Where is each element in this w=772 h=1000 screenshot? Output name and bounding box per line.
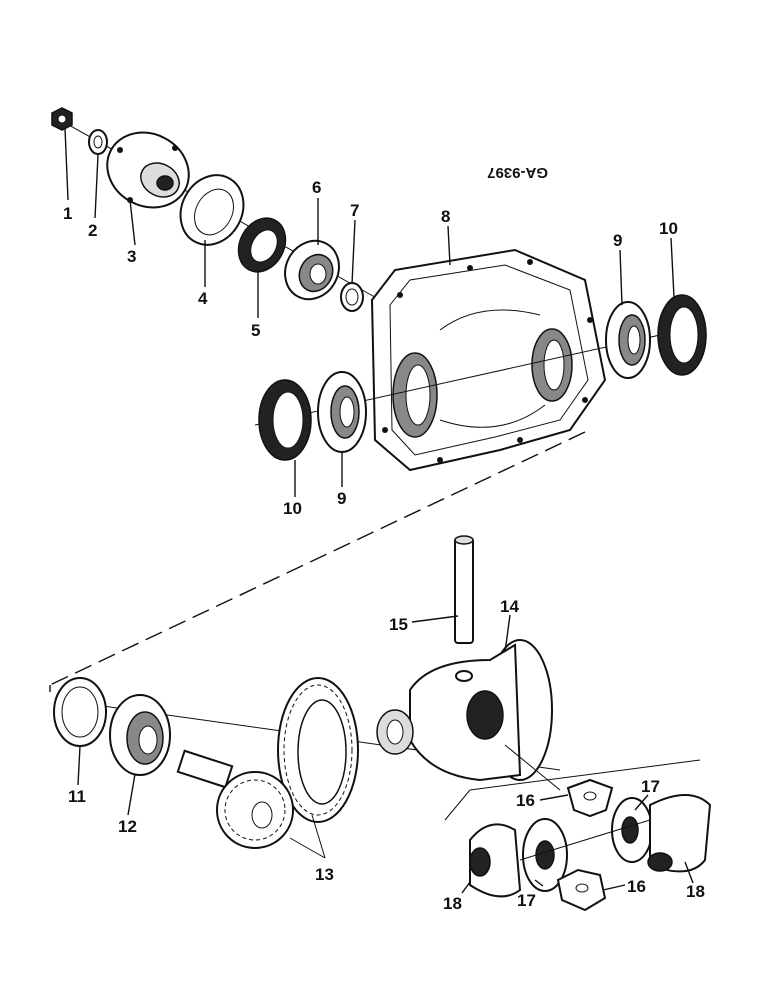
part-number: 4 (198, 289, 208, 308)
part-number: 16 (516, 791, 535, 810)
spider-gear-bottom (556, 868, 607, 912)
part-number: 12 (118, 817, 137, 836)
washer (88, 129, 108, 155)
part-number: 17 (641, 777, 660, 796)
oil-seal (237, 217, 287, 273)
right-adjuster-ring (657, 294, 707, 376)
right-bearing (605, 301, 651, 379)
part-number: 15 (389, 615, 408, 634)
part-number: 3 (127, 247, 136, 266)
part-number: 6 (312, 178, 321, 197)
pinion-inner-bearing (109, 694, 171, 776)
thrust-washer-left (469, 823, 522, 898)
leader-lines (64, 127, 694, 894)
ring-gear (277, 677, 359, 823)
part-number: 8 (441, 207, 450, 226)
part-number: 18 (686, 882, 705, 901)
part-number: 11 (68, 787, 86, 806)
companion-flange (106, 131, 190, 209)
part-number: 10 (659, 219, 678, 238)
dashed-link-line (49, 431, 586, 686)
left-bearing (317, 371, 367, 453)
part-number: 2 (88, 221, 97, 240)
part-number: 17 (517, 891, 536, 910)
differential-housing (370, 248, 607, 472)
part-number: 16 (627, 877, 646, 896)
seal (179, 174, 245, 246)
shim (53, 677, 107, 747)
part-number: 14 (500, 597, 519, 616)
drive-pinion (176, 749, 294, 849)
side-gear-right (611, 797, 653, 863)
thrust-washer-right (647, 794, 712, 873)
part-number: 9 (337, 489, 346, 508)
drawing-code: GA-9397 (487, 164, 548, 181)
part-number: 7 (350, 201, 359, 220)
part-number: 9 (613, 231, 622, 250)
spacer-ring (340, 282, 364, 312)
side-gear-left (522, 818, 568, 892)
part-number: 18 (443, 894, 462, 913)
nut (51, 107, 73, 131)
pinion-bearing (284, 239, 340, 301)
leader-13 (289, 814, 326, 859)
part-number: 10 (283, 499, 302, 518)
left-adjuster-ring (258, 379, 312, 461)
differential-case (376, 639, 553, 782)
part-number: 1 (63, 204, 72, 223)
cross-pin (454, 535, 474, 644)
spider-gear-top (566, 778, 614, 818)
part-number: 13 (315, 865, 334, 884)
part-number: 5 (251, 321, 260, 340)
